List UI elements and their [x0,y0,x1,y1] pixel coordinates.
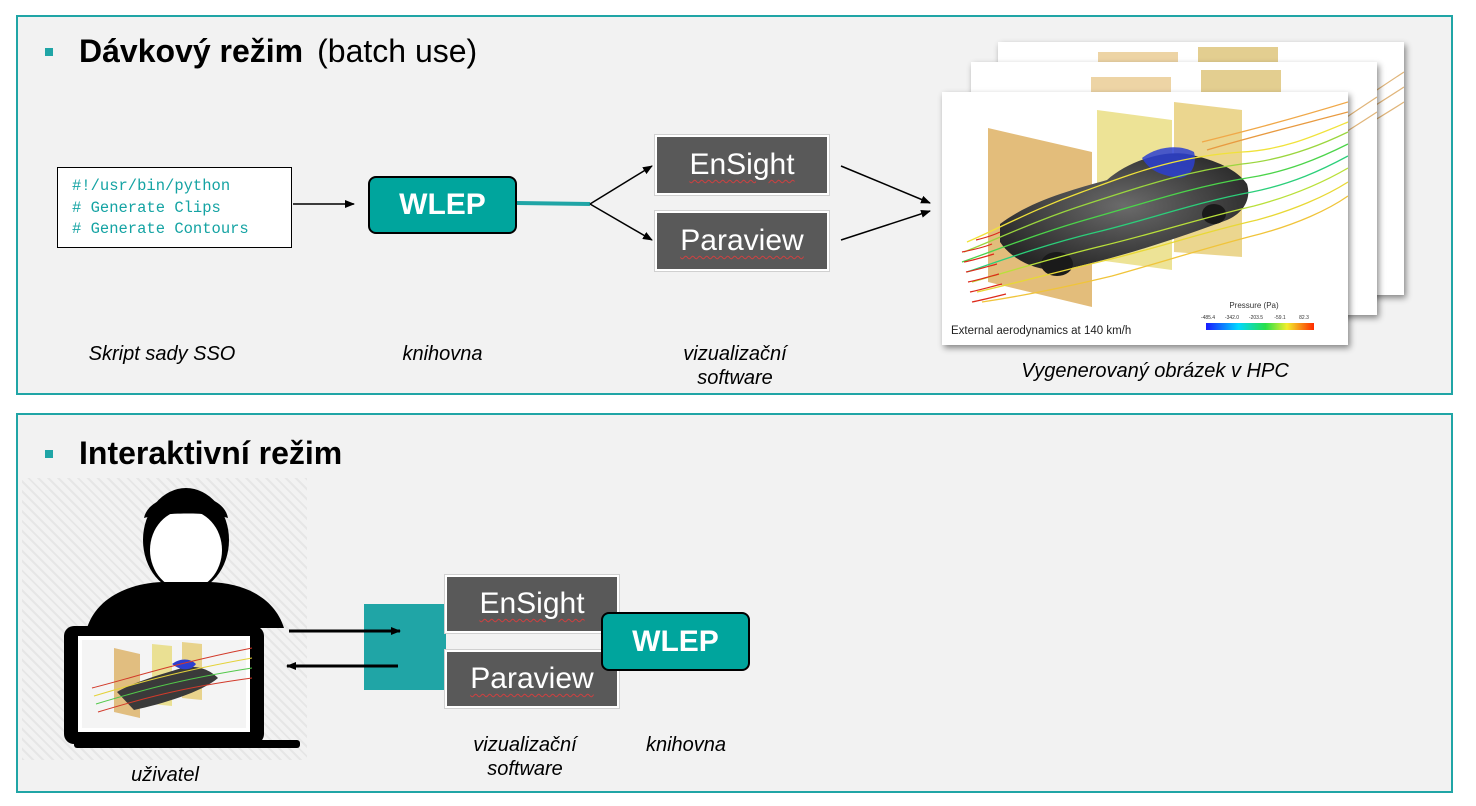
paraview-box: Paraview [445,650,619,708]
ensight-label: EnSight [689,148,795,181]
wlep-label: WLEP [399,188,486,221]
ensight-box: EnSight [655,135,829,195]
interactive-mode-title: Interaktivní režim [79,435,343,471]
script-line: # Generate Clips [72,198,221,217]
pressure-legend-tick: -485.4 [1201,315,1215,321]
pressure-color-bar [1206,323,1314,330]
user-illustration [22,478,307,760]
software-caption: vizualizační software [655,342,815,390]
software-caption-line: software [697,367,773,389]
bullet-icon [45,48,53,56]
wlep-library-box: WLEP [368,176,517,234]
bullet-icon [45,450,53,458]
user-at-laptop-icon [64,488,300,748]
interactive-connector-block [364,604,446,690]
output-image-front: Pressure (Pa) -485.4 -342.0 -203.5 -59.1… [942,92,1348,345]
render-caption: External aerodynamics at 140 km/h [951,325,1131,337]
paraview-box: Paraview [655,211,829,271]
pressure-legend-title: Pressure (Pa) [1229,301,1279,310]
ensight-label: EnSight [479,587,585,620]
user-caption: uživatel [131,764,199,786]
script-line: #!/usr/bin/python [72,177,231,195]
paraview-label: Paraview [680,224,804,257]
library-caption: knihovna [402,343,483,365]
software-caption-line: software [487,758,563,780]
software-caption-line: vizualizační [473,734,577,756]
software-caption: vizualizační software [445,733,605,781]
library-caption: knihovna [645,734,727,756]
output-caption: Vygenerovaný obrázek v HPC [1021,360,1289,382]
pressure-legend-tick: 82.3 [1299,315,1309,321]
pressure-legend-tick: -342.0 [1225,315,1239,321]
paraview-label: Paraview [470,662,594,695]
software-caption-line: vizualizační [683,343,787,365]
aerodynamics-render-image: Pressure (Pa) -485.4 -342.0 -203.5 -59.1… [951,101,1348,337]
script-line: # Generate Contours [72,220,249,238]
batch-mode-subtitle: (batch use) [317,33,478,69]
script-caption: Skript sady SSO [88,343,236,365]
pressure-legend-tick: -203.5 [1249,315,1263,321]
ensight-box: EnSight [445,575,619,633]
batch-mode-heading: Dávkový režim (batch use) [79,33,477,70]
wlep-label: WLEP [632,624,719,658]
script-code-box: #!/usr/bin/python # Generate Clips # Gen… [57,167,292,248]
wlep-library-box: WLEP [601,612,750,671]
pressure-legend-tick: -59.1 [1274,315,1286,321]
batch-mode-title: Dávkový režim [79,33,304,69]
